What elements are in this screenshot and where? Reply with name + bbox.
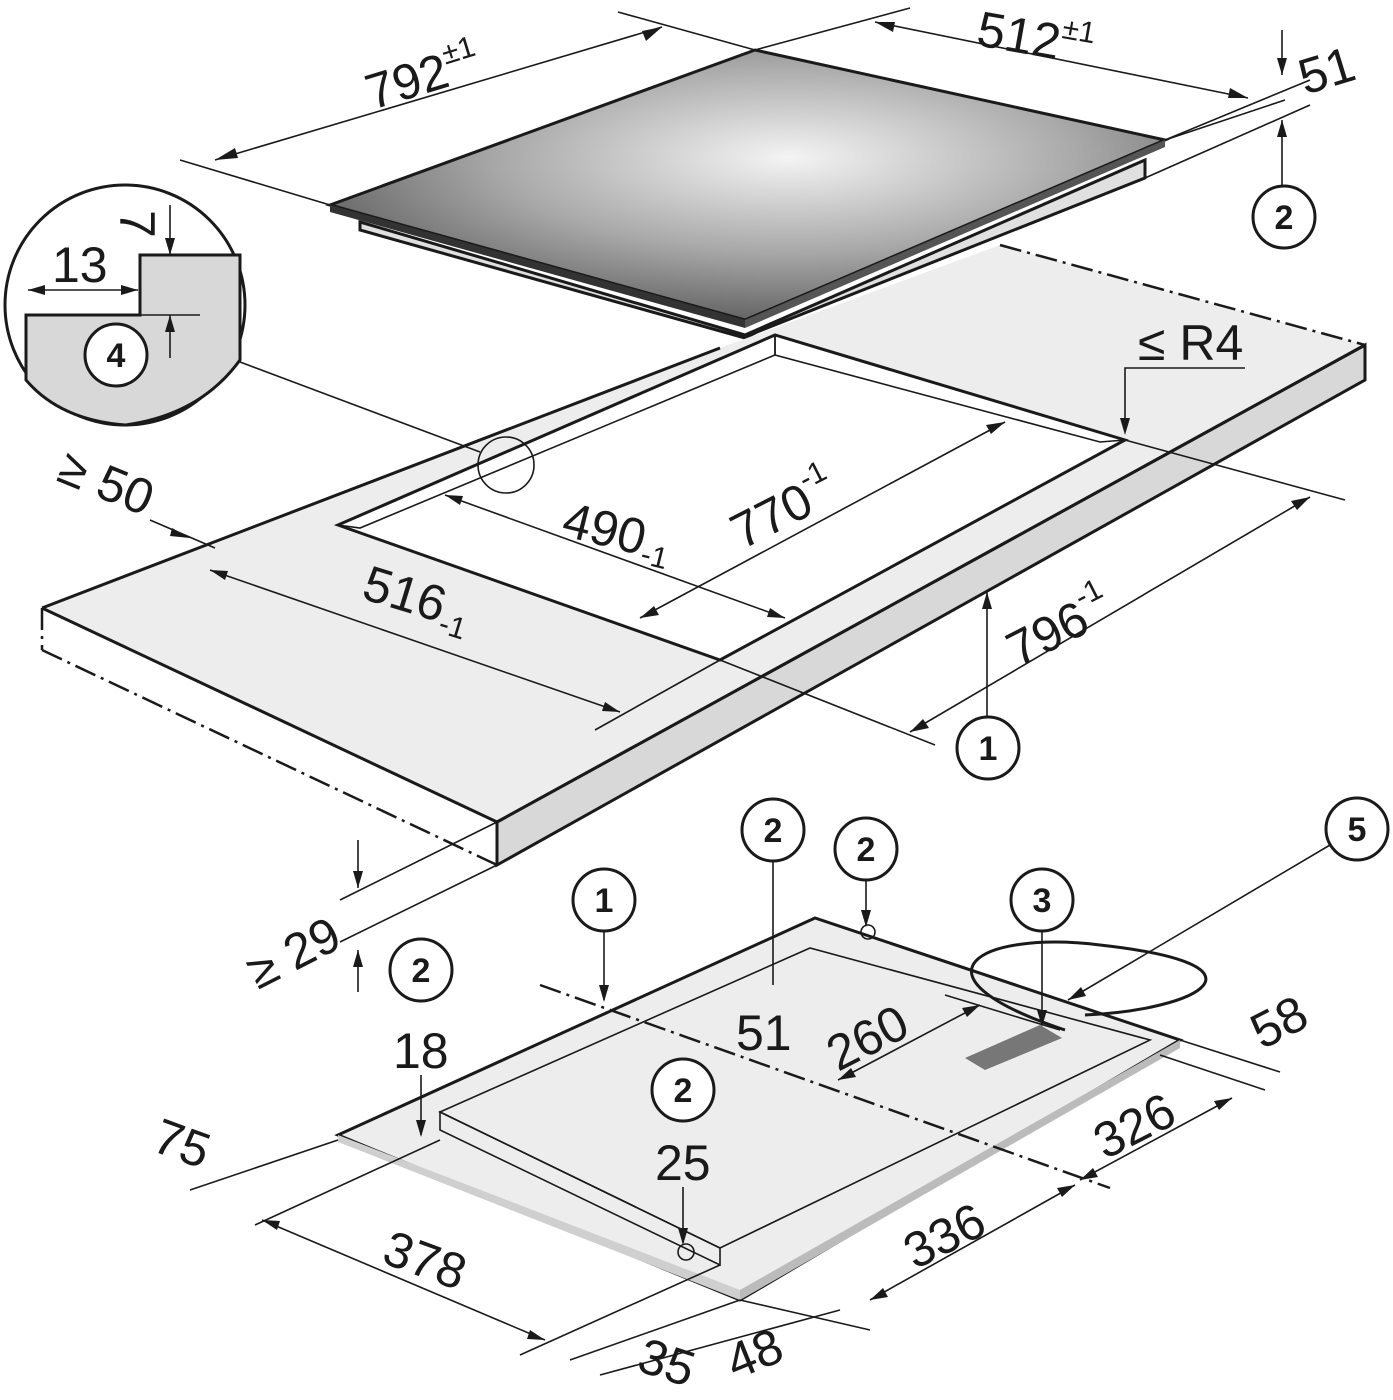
callout-2-center: 2 51 (736, 797, 806, 1061)
svg-text:58: 58 (1242, 985, 1317, 1060)
svg-text:51: 51 (736, 1005, 792, 1061)
worktop (40, 243, 1367, 868)
dimension-326: 326 (1079, 1082, 1233, 1181)
callout-1-worktop: 1 (955, 715, 1021, 781)
svg-text:35: 35 (632, 1327, 702, 1397)
dimension-58: 58 (1159, 985, 1317, 1091)
svg-text:75: 75 (146, 1108, 217, 1180)
svg-text:516-1: 516-1 (355, 555, 478, 646)
dimension-516: 516-1 (209, 555, 721, 731)
callout-1-bottom: 1 (571, 867, 637, 1002)
hob-top-view (325, 48, 1170, 340)
svg-text:336: 336 (895, 1192, 995, 1280)
svg-text:326: 326 (1085, 1082, 1185, 1170)
dimension-r4: ≤ R4 (1120, 315, 1245, 435)
callout-2-left: 2 18 (388, 937, 454, 1137)
svg-text:13: 13 (52, 237, 108, 293)
callout-2-top: 2 (1251, 184, 1317, 250)
svg-text:3: 3 (1033, 882, 1052, 920)
svg-text:5: 5 (1348, 811, 1367, 849)
svg-text:512±1: 512±1 (973, 0, 1098, 76)
svg-text:2: 2 (674, 1072, 693, 1110)
svg-text:≤ R4: ≤ R4 (1138, 315, 1243, 371)
svg-text:2: 2 (857, 831, 876, 869)
dimension-35-48: 35 48 (569, 1299, 871, 1398)
dimension-29: ≥ 29 (238, 821, 498, 1000)
detail-zoom-circle: 13 7 4 (3, 183, 535, 494)
svg-text:1: 1 (595, 882, 614, 920)
callout-2-rear: 2 (833, 816, 899, 927)
svg-text:≥ 50: ≥ 50 (51, 438, 162, 526)
hob-underside-view (334, 916, 1208, 1302)
svg-text:378: 378 (376, 1220, 474, 1301)
svg-text:≥ 29: ≥ 29 (238, 906, 350, 1000)
callout-2-front: 2 25 (650, 1057, 716, 1245)
svg-text:25: 25 (655, 1135, 711, 1191)
svg-text:792±1: 792±1 (358, 30, 487, 121)
svg-text:1: 1 (979, 730, 998, 768)
svg-text:51: 51 (1292, 36, 1362, 106)
dimension-50: ≥ 50 (51, 438, 216, 549)
callout-3: 3 (1009, 867, 1075, 1027)
callout-5: 5 (1067, 796, 1390, 1001)
svg-text:2: 2 (1275, 199, 1294, 237)
svg-text:2: 2 (764, 812, 783, 850)
svg-text:2: 2 (412, 952, 431, 990)
svg-text:796-1: 796-1 (995, 573, 1121, 678)
svg-text:7: 7 (109, 210, 165, 238)
svg-text:18: 18 (393, 1023, 449, 1079)
svg-text:48: 48 (718, 1317, 791, 1390)
svg-text:4: 4 (107, 337, 126, 375)
